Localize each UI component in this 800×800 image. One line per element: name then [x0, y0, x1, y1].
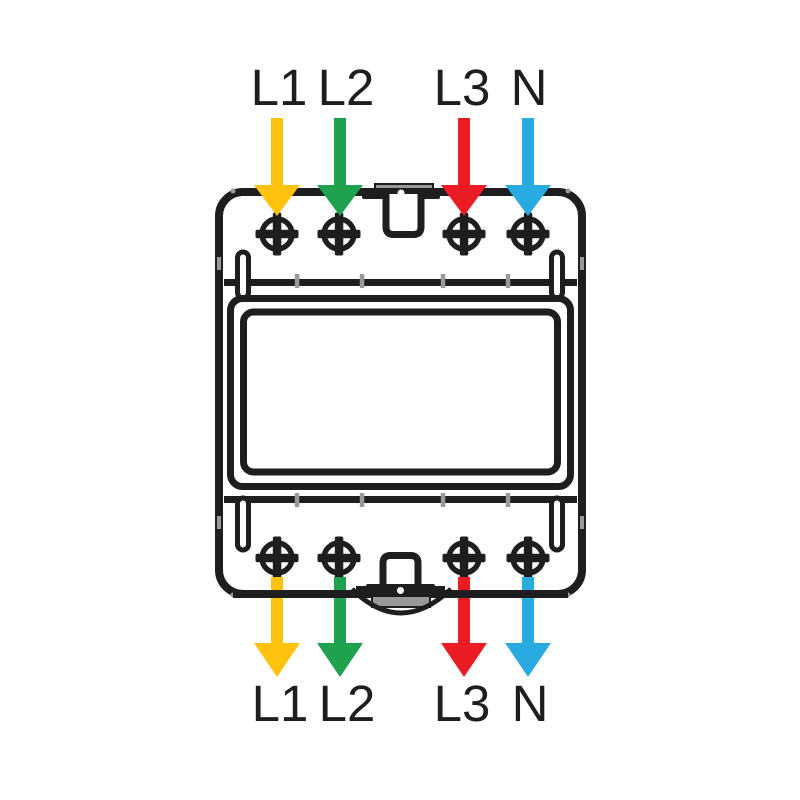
top-label-n: N — [511, 59, 548, 116]
wire-l1 — [271, 577, 283, 645]
terminal-screw — [442, 536, 486, 580]
arrow-head-l2-in — [317, 185, 363, 216]
bottom-din-clip — [350, 552, 453, 616]
bottom-label-l1: L1 — [252, 675, 309, 732]
top-label-l3: L3 — [434, 59, 491, 116]
terminal-screw — [506, 536, 550, 580]
top-arrow-l1 — [254, 118, 300, 216]
bottom-terminal-cover-divider — [224, 496, 577, 503]
arrow-head-l3-out — [441, 643, 487, 677]
arrow-head-l1-out — [254, 643, 300, 677]
top-arrows — [254, 118, 551, 216]
din-clip-spring-arc — [350, 587, 453, 616]
top-arrow-l2 — [317, 118, 363, 216]
din-clip-tongue — [379, 552, 422, 592]
arrow-head-l3-in — [441, 185, 487, 216]
arrow-shaft-n-in — [522, 118, 534, 187]
meter-body — [215, 183, 586, 598]
top-arrow-n — [505, 118, 551, 216]
arrow-shaft-l2-in — [334, 118, 346, 187]
top-arrow-l3 — [441, 118, 487, 216]
top-phase-labels: L1 L2 L3 N — [251, 59, 548, 116]
din-clip-gray-plate — [371, 595, 431, 608]
arrow-shaft-l1-in — [271, 118, 283, 187]
wire-l2 — [334, 577, 346, 645]
terminal-screw — [442, 212, 486, 256]
top-label-l2: L2 — [318, 59, 375, 116]
arrow-shaft-l3-in — [458, 118, 470, 187]
display-window — [240, 308, 561, 476]
wire-n — [522, 577, 534, 645]
top-label-l1: L1 — [251, 59, 308, 116]
bottom-label-l2: L2 — [319, 675, 376, 732]
divider-slot-marks — [294, 274, 511, 507]
wire-l3 — [458, 577, 470, 645]
bottom-phase-labels: L1 L2 L3 N — [252, 675, 549, 732]
arrow-head-l1-in — [254, 185, 300, 216]
top-terminal-screws — [255, 212, 550, 256]
arrow-head-n-out — [505, 643, 551, 677]
din-clip-screw-dot — [397, 587, 404, 594]
terminal-screw — [317, 536, 361, 580]
bottom-terminal-screws — [255, 536, 550, 580]
arrow-head-n-in — [505, 185, 551, 216]
terminal-screw — [255, 212, 299, 256]
bottom-label-n: N — [512, 675, 549, 732]
top-clip-screw-dot — [397, 189, 405, 197]
arrow-head-l2-out — [317, 643, 363, 677]
bottom-label-l3: L3 — [434, 675, 491, 732]
terminal-screw — [317, 212, 361, 256]
terminal-screw — [506, 212, 550, 256]
top-terminal-cover-divider — [224, 279, 577, 286]
bottom-arrow-heads — [254, 643, 551, 677]
top-clip-tongue — [382, 194, 425, 238]
top-seal-clip — [362, 183, 440, 238]
terminal-screw — [255, 536, 299, 580]
